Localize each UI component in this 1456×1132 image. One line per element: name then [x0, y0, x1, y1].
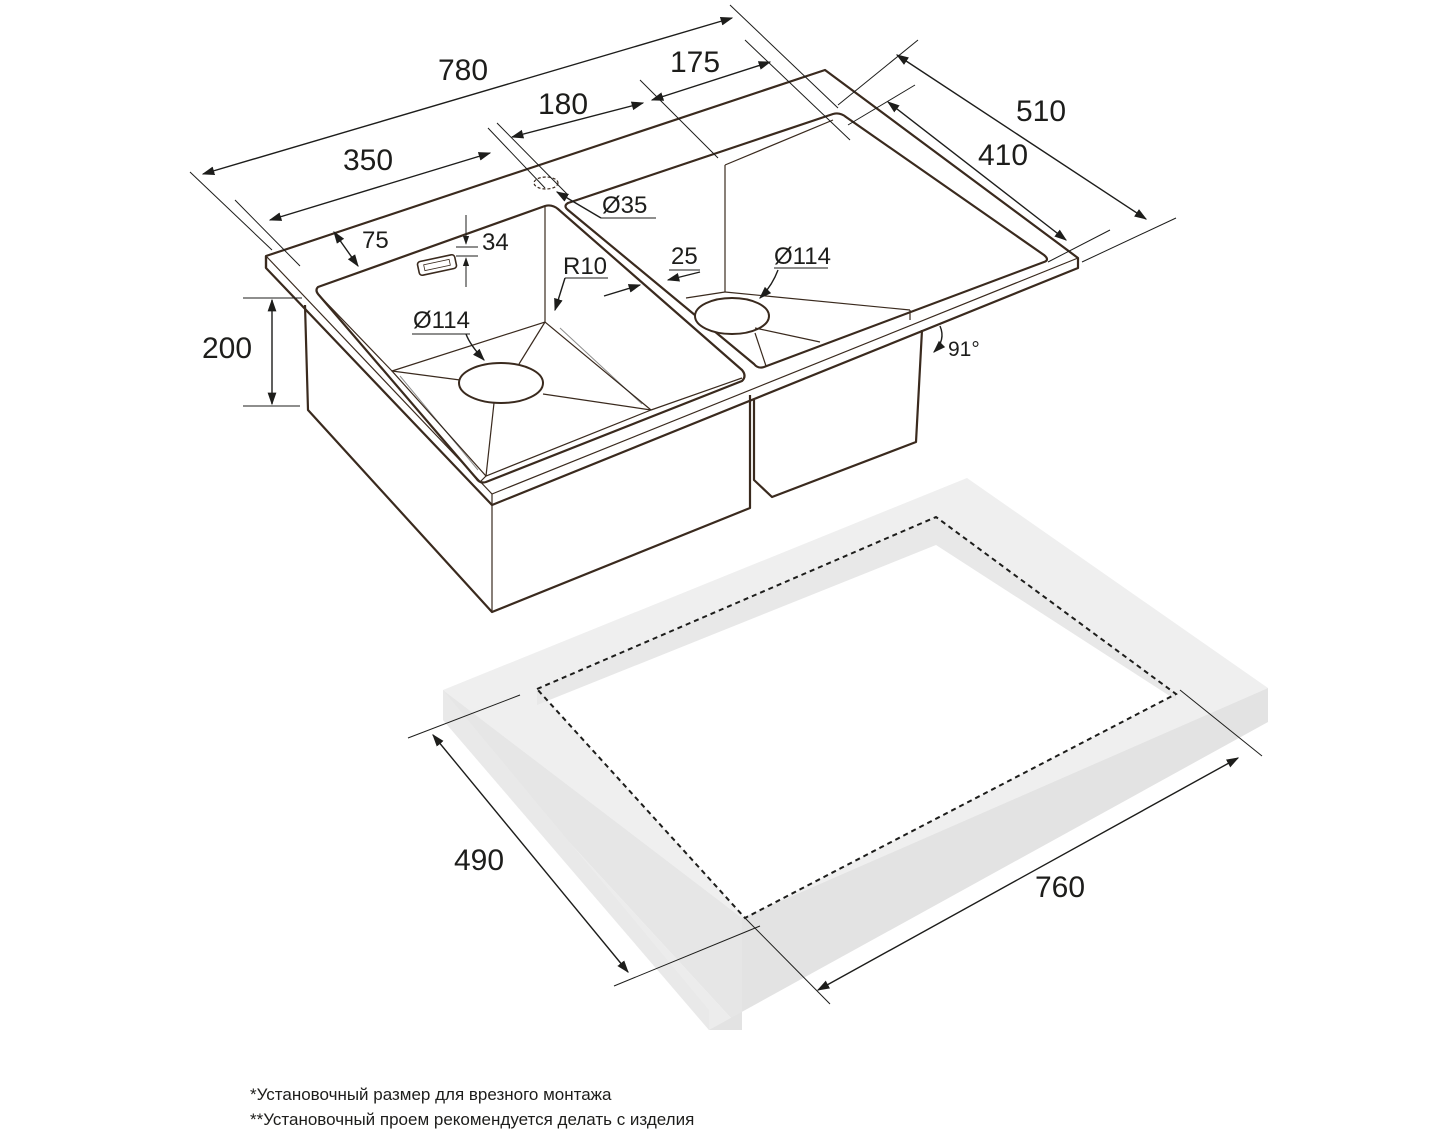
footnotes: *Установочный размер для врезного монтаж…: [250, 1082, 694, 1132]
dim-drain-right: Ø114: [759, 243, 831, 299]
label-drain-left: Ø114: [413, 307, 470, 334]
label-175: 175: [670, 46, 720, 79]
dim-cutout-length: 760: [744, 689, 1263, 1005]
label-r10: R10: [563, 253, 607, 280]
label-34: 34: [482, 229, 509, 256]
footnote-mount-size: *Установочный размер для врезного монтаж…: [250, 1085, 612, 1104]
dim-bowl-depth: 410: [847, 84, 1111, 263]
label-350: 350: [343, 144, 393, 177]
dim-angle: 91°: [933, 325, 980, 361]
dim-bowl-width: 350: [234, 127, 546, 267]
label-angle: 91°: [948, 338, 980, 361]
label-tap-hole: Ø35: [602, 192, 647, 219]
label-510: 510: [1016, 95, 1066, 128]
label-410: 410: [978, 139, 1028, 172]
label-200: 200: [202, 332, 252, 365]
dim-right-offset: 175: [650, 39, 851, 141]
countertop-frame: [443, 478, 1268, 1030]
label-760: 760: [1035, 871, 1085, 904]
label-25: 25: [671, 243, 698, 270]
sink-body: [264, 68, 1080, 614]
label-780: 780: [438, 54, 488, 87]
footnote-cutout-advice: **Установочный проем рекомендуется делат…: [250, 1110, 695, 1129]
dim-height: 200: [202, 297, 302, 407]
dim-divider-gap: 25: [603, 243, 701, 297]
dim-tap-hole: Ø35: [555, 191, 656, 219]
dim-middle-spacing: 180: [496, 79, 719, 196]
label-180: 180: [538, 88, 588, 121]
label-75: 75: [362, 227, 389, 254]
label-490: 490: [454, 844, 504, 877]
dim-drain-left: Ø114: [412, 307, 485, 361]
label-drain-right: Ø114: [774, 243, 831, 270]
dim-radius: R10: [554, 253, 608, 312]
dim-overflow-offset: 75: [333, 227, 389, 268]
dim-overall-length: 780: [189, 4, 839, 251]
dim-overflow-size: 34: [456, 215, 509, 287]
cutout-outline: [535, 515, 1178, 920]
dim-cutout-width: 490: [407, 694, 761, 987]
